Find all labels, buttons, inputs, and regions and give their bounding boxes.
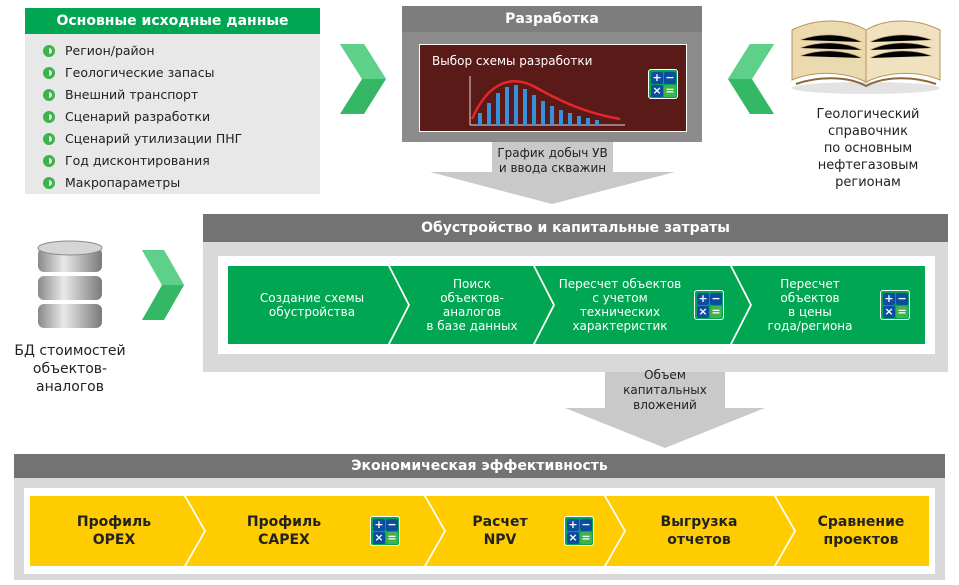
economic-chevrons: [30, 496, 929, 566]
production-graph-label: График добыч УВ и ввода скважин: [497, 146, 608, 175]
list-item: Внешний транспорт: [43, 84, 242, 106]
chart-title: Выбор схемы разработки: [432, 54, 593, 68]
capital-chevrons: [228, 266, 925, 344]
book-icon: [791, 20, 941, 94]
arrow-down-icon: [430, 142, 675, 204]
input-data-title: Основные исходные данные: [25, 8, 320, 34]
list-item: Геологические запасы: [43, 62, 242, 84]
input-data-list: Регион/район Геологические запасы Внешни…: [43, 40, 242, 194]
capital-costs-title: Обустройство и капитальные затраты: [203, 214, 948, 242]
arrow-down-icon: [565, 372, 765, 448]
development-panel: Разработка Выбор схемы разработки + − × …: [402, 6, 702, 142]
arrow-right-icon: [340, 44, 386, 114]
bullet-icon: [43, 177, 55, 189]
list-item: Год дисконтирования: [43, 150, 242, 172]
list-item: Сценарий разработки: [43, 106, 242, 128]
calculator-icon: + − × =: [694, 290, 724, 320]
input-data-panel: Основные исходные данные Регион/район Ге…: [25, 8, 320, 194]
database-icon: [37, 240, 103, 328]
capital-costs-panel: Обустройство и капитальные затраты Созда…: [203, 214, 948, 372]
calculator-icon: + − × =: [370, 516, 400, 546]
list-item: Макропараметры: [43, 172, 242, 194]
economic-efficiency-title: Экономическая эффективность: [14, 454, 945, 478]
arrow-right-icon: [142, 250, 184, 320]
list-item: Регион/район: [43, 40, 242, 62]
development-title: Разработка: [402, 6, 702, 32]
bullet-icon: [43, 89, 55, 101]
geology-book-label: Геологический справочник по основным неф…: [816, 107, 920, 190]
bullet-icon: [43, 67, 55, 79]
arrow-left-icon: [728, 44, 774, 114]
bullet-icon: [43, 45, 55, 57]
calculator-icon: + − × =: [564, 516, 594, 546]
bullet-icon: [43, 155, 55, 167]
bullet-icon: [43, 111, 55, 123]
list-item: Сценарий утилизации ПНГ: [43, 128, 242, 150]
production-curve-icon: [469, 76, 625, 126]
bullet-icon: [43, 133, 55, 145]
development-chart: Выбор схемы разработки + − × =: [419, 44, 687, 132]
capital-volume-label: Объем капитальных вложений: [623, 368, 707, 412]
calculator-icon: + − × =: [648, 69, 678, 99]
calculator-icon: + − × =: [880, 290, 910, 320]
database-label: БД стоимостей объектов-аналогов: [14, 343, 126, 395]
